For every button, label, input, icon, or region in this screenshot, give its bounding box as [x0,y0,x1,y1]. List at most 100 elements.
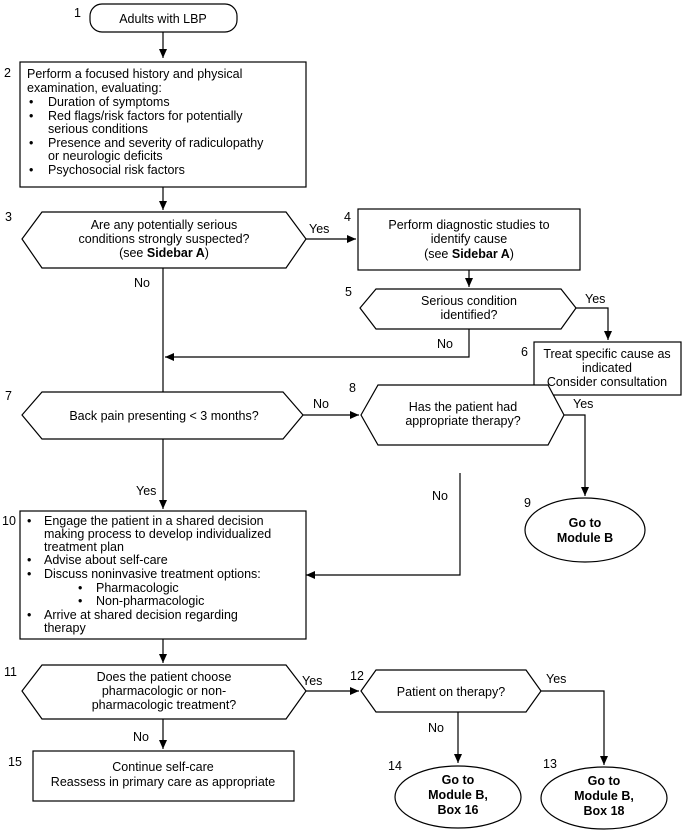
node-13: 13 Go to Module B, Box 18 [540,757,668,830]
node-text-line: pharmacologic treatment? [92,698,237,712]
node-number: 10 [2,514,16,528]
node-text-line: Go to [569,516,602,530]
node-number: 2 [4,66,11,80]
edge-labels: Yes No Yes No No Yes No Yes Yes No Yes N… [133,222,605,744]
node-number: 1 [74,6,81,20]
node-text-line: Treat specific cause as [543,347,670,361]
node-text-line: identify cause [431,232,507,246]
node-6: 6 Treat specific cause as indicated Cons… [521,341,682,396]
node-number: 15 [8,755,22,769]
node-text-line: Module B, [428,788,488,802]
node-text-line: identified? [441,308,498,322]
decision-shape [21,211,307,269]
bullet: • [27,608,31,622]
node-number: 6 [521,345,528,359]
label-yes-5: Yes [585,292,605,306]
node-12: 12 Patient on therapy? [350,669,542,713]
node-number: 4 [344,210,351,224]
sub-bullet: • [78,594,82,608]
node-text: Patient on therapy? [397,685,505,699]
sub-bullet-text: Non-pharmacologic [96,594,204,608]
node-text-line: Continue self-care [112,760,213,774]
process-box [19,61,307,188]
bullet-text: treatment plan [44,540,124,554]
bullet-text: therapy [44,621,86,635]
label-yes-3: Yes [309,222,329,236]
sub-bullet-text: Pharmacologic [96,581,179,595]
process-box [32,750,295,802]
node-text-line: Consider consultation [547,375,667,389]
bullet-text: Red flags/risk factors for potentially [48,109,243,123]
node-number: 11 [4,665,17,679]
label-no-12: No [428,721,444,735]
node-text-line: Perform a focused history and physical [27,67,242,81]
label-no-8: No [432,489,448,503]
bullet-text: serious conditions [48,122,148,136]
node-text-line: Module B [557,531,613,545]
node-text-line: Box 16 [438,803,479,817]
node-text-line: conditions strongly suspected? [79,232,250,246]
label-yes-8: Yes [573,397,593,411]
bullet: • [29,163,33,177]
node-text-line: pharmacologic or non- [102,684,226,698]
node-text-line: Has the patient had [409,400,517,414]
edge-8-10 [306,473,461,579]
node-number: 3 [5,210,12,224]
node-14: 14 Go to Module B, Box 16 [388,759,522,829]
node-number: 12 [350,669,364,683]
bullet-text: Arrive at shared decision regarding [44,608,238,622]
decision-shape [360,669,542,713]
bullet-text: Engage the patient in a shared decision [44,514,264,528]
process-box [357,208,581,271]
edge-8-9 [564,414,589,496]
module-oval [394,765,522,829]
bullet-text: Duration of symptoms [48,95,170,109]
label-no-5: No [437,337,453,351]
edge-5-merge [165,329,470,361]
label-yes-12: Yes [546,672,566,686]
node-text-line: Perform diagnostic studies to [388,218,549,232]
node-text-line: (see Sidebar A) [424,247,514,261]
node-text-line: Does the patient choose [97,670,232,684]
bullet-text: or neurologic deficits [48,149,163,163]
module-oval [524,497,646,563]
bullet: • [27,567,31,581]
node-number: 9 [524,496,531,510]
label-no-7: No [313,397,329,411]
edge-5-6 [576,307,612,340]
node-number: 13 [543,757,557,771]
node-text-line: (see Sidebar A) [119,246,209,260]
node-1: 1 Adults with LBP [74,3,238,33]
node-3: 3 Are any potentially serious conditions… [5,210,307,269]
node-number: 14 [388,759,402,773]
edge-12-13 [541,690,608,765]
decision-shape [21,391,304,440]
bullet-text: Psychosocial risk factors [48,163,185,177]
node-number: 8 [349,381,356,395]
node-number: 5 [345,285,352,299]
bullet-text: Advise about self-care [44,553,168,567]
node-text: Adults with LBP [119,12,207,26]
bullet-text: Presence and severity of radiculopathy [48,136,264,150]
bullet: • [27,553,31,567]
connectors [159,32,612,765]
process-box [533,341,682,396]
node-2: 2 Perform a focused history and physical… [4,61,307,188]
decision-shape [360,384,565,446]
terminal-shape [89,3,238,33]
node-4: 4 Perform diagnostic studies to identify… [344,208,581,271]
node-9: 9 Go to Module B [524,496,646,563]
node-text-line: Go to [588,774,621,788]
node-text-line: Box 18 [584,804,625,818]
bullet-text: Discuss noninvasive treatment options: [44,567,261,581]
node-15: 15 Continue self-care Reassess in primar… [8,750,295,802]
bullet: • [29,136,33,150]
process-box [19,510,307,640]
bullet: • [29,109,33,123]
decision-shape [21,664,307,720]
node-text-line: indicated [582,361,632,375]
node-text-line: Serious condition [421,294,517,308]
node-text-line: Reassess in primary care as appropriate [51,775,275,789]
decision-shape [359,288,577,330]
